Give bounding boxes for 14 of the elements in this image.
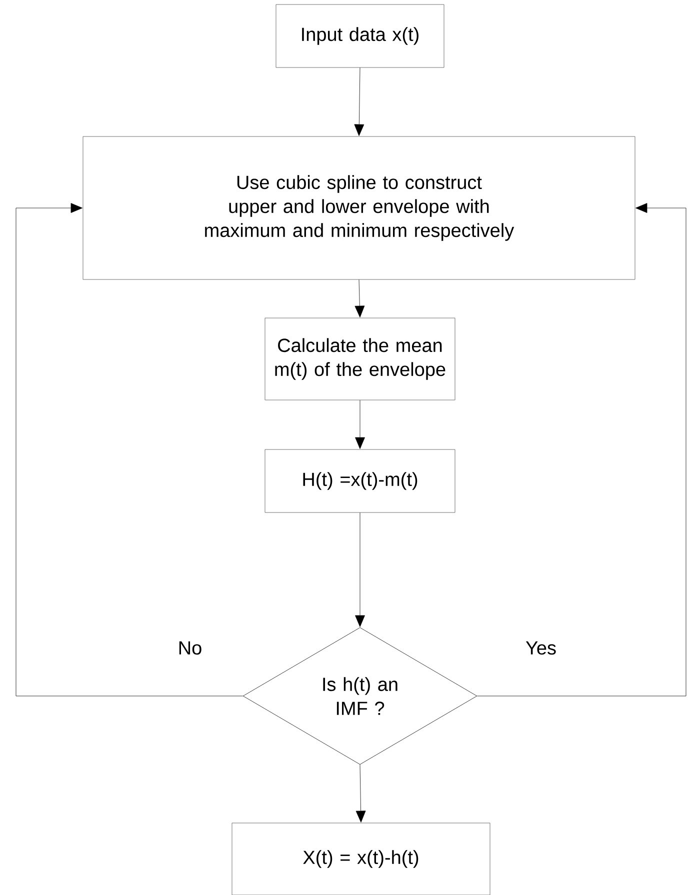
arrow xyxy=(356,764,366,822)
arrow xyxy=(355,400,365,449)
process-box: X(t) = x(t)-h(t) xyxy=(232,822,490,895)
arrow xyxy=(354,280,365,318)
process-box: Calculate the mean m(t) of the envelope xyxy=(264,318,456,400)
arrow xyxy=(355,512,365,627)
edge-label: No xyxy=(176,640,204,656)
arrow xyxy=(477,203,686,696)
edge-label: Yes xyxy=(524,640,558,656)
process-box: Use cubic spline to construct upper and lower envelope with maximum and minimum respectively xyxy=(82,136,636,280)
process-box: H(t) =x(t)-m(t) xyxy=(264,449,456,513)
arrow xyxy=(16,203,243,696)
process-box: Input data x(t) xyxy=(276,4,444,68)
arrow xyxy=(354,68,364,136)
